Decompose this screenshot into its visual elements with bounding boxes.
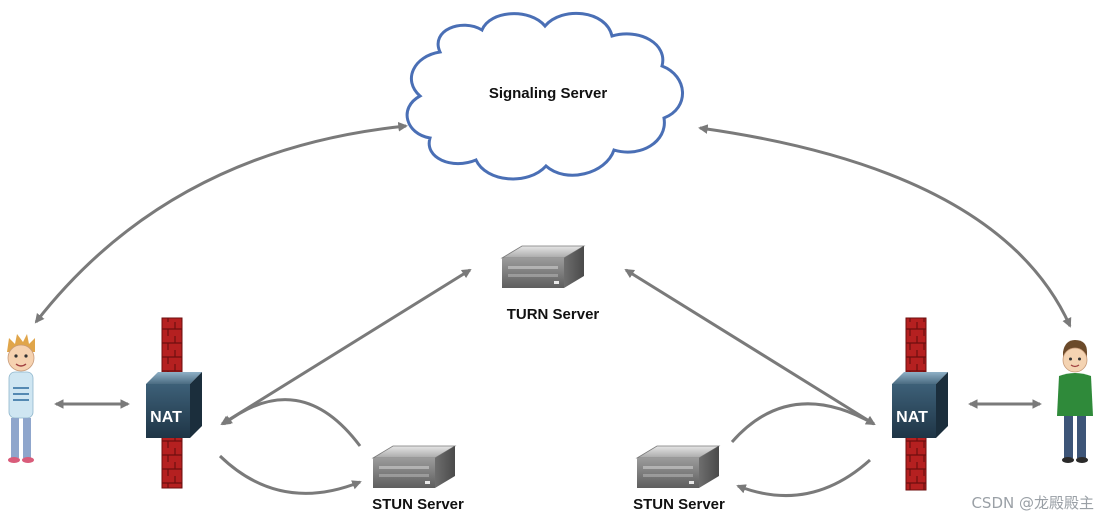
- arrow-left-nat-turn: [220, 268, 472, 426]
- arrow-stun-right-to-nat: [730, 402, 876, 443]
- cloud-icon: [405, 11, 684, 181]
- nat-left-label: NAT: [150, 409, 182, 426]
- left-user-person-icon: [7, 334, 35, 463]
- arrow-turn-right-nat: [624, 268, 876, 426]
- nat-right-label: NAT: [896, 409, 928, 426]
- stun-server-left-label: STUN Server: [372, 496, 464, 513]
- signaling-server-label: Signaling Server: [489, 85, 608, 102]
- arrow-nat-right-to-stun: [736, 458, 872, 497]
- arrow-left-user-signaling: [34, 122, 408, 324]
- turn-server-label: TURN Server: [507, 306, 600, 323]
- nat-right-icon: [892, 372, 948, 438]
- arrow-stun-left-return: [222, 398, 362, 447]
- right-user-person-icon: [1057, 340, 1093, 463]
- arrow-signaling-right-user: [698, 124, 1072, 328]
- turn-server-icon: [501, 245, 585, 289]
- nat-left-icon: [146, 372, 202, 438]
- stun-server-right-label: STUN Server: [633, 496, 725, 513]
- stun-server-left-icon: [372, 445, 456, 489]
- stun-server-right-icon: [636, 445, 720, 489]
- watermark-text: CSDN @龙殿殿主: [971, 494, 1094, 512]
- arrow-nat-left-to-stun: [218, 454, 362, 495]
